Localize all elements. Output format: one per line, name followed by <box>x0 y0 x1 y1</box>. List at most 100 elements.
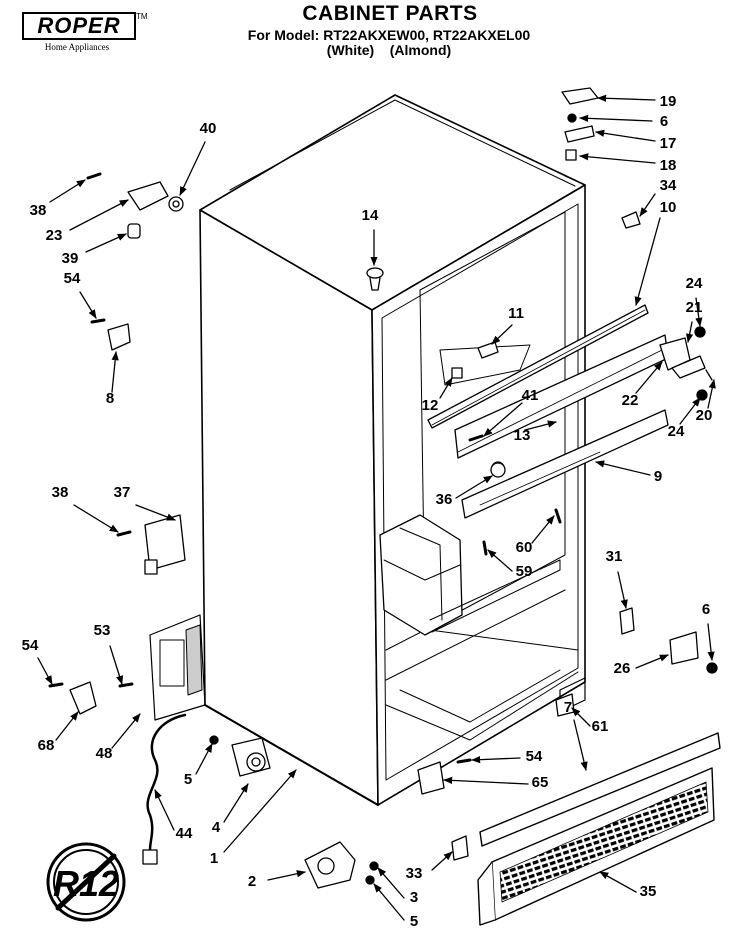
callout-leader-8 <box>111 351 119 393</box>
callout-leader-6 <box>579 114 653 122</box>
callout-leader-21 <box>686 321 694 343</box>
callout-leader-53 <box>109 645 124 685</box>
callout-leader-35 <box>599 871 637 893</box>
callout-leader-54 <box>37 657 53 685</box>
callout-label-65: 65 <box>532 774 549 791</box>
callout-label-21: 21 <box>686 299 703 316</box>
callout-label-5: 5 <box>410 913 418 930</box>
callout-label-13: 13 <box>514 427 531 444</box>
callout-leader-41 <box>483 402 523 437</box>
callout-leader-44 <box>154 789 175 831</box>
diagram-title: CABINET PARTS <box>302 2 478 25</box>
callout-label-54: 54 <box>64 270 81 287</box>
callout-leader-26 <box>635 654 669 669</box>
callout-leader-61 <box>571 707 591 727</box>
callout-label-24: 24 <box>686 275 703 292</box>
callout-label-23: 23 <box>46 227 63 244</box>
callout-label-4: 4 <box>212 819 221 836</box>
callout-label-34: 34 <box>660 177 677 194</box>
callout-label-5: 5 <box>184 771 192 788</box>
logo-box <box>22 12 136 40</box>
callout-label-33: 33 <box>406 865 423 882</box>
callout-label-19: 19 <box>660 93 677 110</box>
callout-label-53: 53 <box>94 622 111 639</box>
callout-leader-13 <box>524 420 557 431</box>
callout-label-7: 7 <box>564 699 572 716</box>
callout-leader-17 <box>595 129 656 142</box>
callout-leader-9 <box>595 460 651 476</box>
callout-leader-36 <box>455 475 493 499</box>
callout-label-36: 36 <box>436 491 453 508</box>
callout-label-12: 12 <box>422 397 439 414</box>
hardware-parts <box>48 87 718 889</box>
callout-label-9: 9 <box>654 468 662 485</box>
callout-label-14: 14 <box>362 207 379 224</box>
callout-label-11: 11 <box>508 305 524 322</box>
callout-leader-1 <box>223 769 297 853</box>
callout-label-54: 54 <box>526 748 543 765</box>
callout-leader-34 <box>639 193 656 217</box>
callout-leader-60 <box>531 515 555 544</box>
callout-leader-3 <box>377 867 405 899</box>
logo-tagline: Home Appliances <box>44 42 110 52</box>
model-line: For Model: RT22AKXEW00, RT22AKXEL00 <box>247 27 531 43</box>
callout-label-59: 59 <box>516 563 533 580</box>
callout-label-8: 8 <box>106 390 114 407</box>
callout-label-37: 37 <box>114 484 131 501</box>
callout-label-41: 41 <box>522 387 539 404</box>
callout-label-18: 18 <box>660 157 677 174</box>
callout-label-6: 6 <box>702 601 710 618</box>
callout-leader-65 <box>443 776 529 785</box>
callout-label-17: 17 <box>660 135 677 152</box>
callout-leader-31 <box>617 571 628 609</box>
callout-label-68: 68 <box>38 737 55 754</box>
callout-label-60: 60 <box>516 539 533 556</box>
callout-leader-24 <box>695 297 703 327</box>
callout-leader-37 <box>135 504 176 521</box>
model-info: For Model: RT22AKXEW00, RT22AKXEL00 (Whi… <box>224 28 554 58</box>
callout-leader-11 <box>491 324 513 345</box>
callout-leader-48 <box>111 713 141 749</box>
callout-label-3: 3 <box>410 889 418 906</box>
callout-label-48: 48 <box>96 745 113 762</box>
callout-leader-7 <box>573 719 588 771</box>
callout-leader-40 <box>179 141 206 196</box>
callout-leader-19 <box>597 94 656 102</box>
callout-leader-6 <box>707 623 715 661</box>
cabinet <box>149 94 586 806</box>
callout-leader-24 <box>679 397 701 425</box>
callout-leader-33 <box>431 851 453 871</box>
callout-label-40: 40 <box>200 120 217 137</box>
callout-leader-2 <box>267 870 306 881</box>
callout-leader-39 <box>85 233 127 253</box>
callout-leader-5 <box>195 743 213 775</box>
callout-label-22: 22 <box>622 392 639 409</box>
callout-label-31: 31 <box>606 548 623 565</box>
callout-label-54: 54 <box>22 637 39 654</box>
callout-label-38: 38 <box>52 484 69 501</box>
callout-leader-68 <box>55 711 79 741</box>
callout-leader-54 <box>79 291 97 319</box>
callout-label-38: 38 <box>30 202 47 219</box>
callout-leader-54 <box>471 756 521 764</box>
rails <box>427 304 669 519</box>
callout-label-6: 6 <box>660 113 668 130</box>
callout-leader-4 <box>223 783 249 823</box>
callout-leader-5 <box>373 883 405 921</box>
callout-leader-59 <box>487 549 513 572</box>
callout-label-35: 35 <box>640 883 657 900</box>
callout-leader-22 <box>635 361 663 394</box>
roper-logo: ROPER TM Home Appliances <box>22 12 148 58</box>
callout-label-10: 10 <box>660 199 677 216</box>
callout-label-20: 20 <box>696 407 713 424</box>
callout-label-44: 44 <box>176 825 193 842</box>
variants-line: (White) (Almond) <box>326 42 452 58</box>
callout-leader-38 <box>73 504 119 533</box>
callout-label-1: 1 <box>210 850 218 867</box>
logo-trademark: TM <box>136 12 148 21</box>
callout-label-2: 2 <box>248 873 256 890</box>
logo-wordmark: ROPER <box>37 13 121 38</box>
